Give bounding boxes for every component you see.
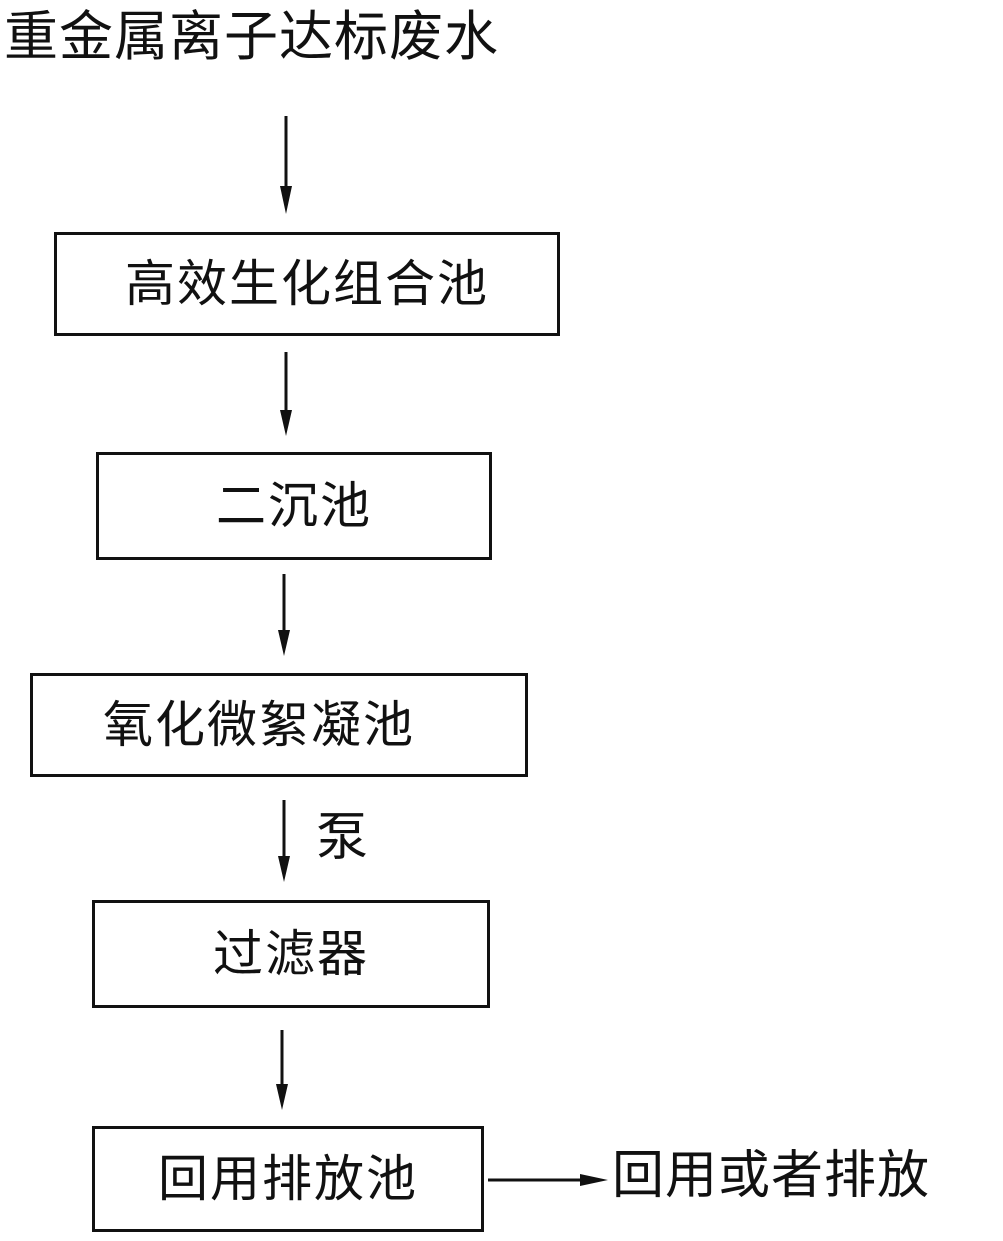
stage-bio-combined-tank: 高效生化组合池: [54, 232, 560, 336]
stage-secondary-settling-tank-label: 二沉池: [216, 477, 372, 535]
stage-reuse-discharge-tank-label: 回用排放池: [158, 1150, 418, 1208]
outlet-label: 回用或者排放: [612, 1146, 931, 1206]
stage-oxidation-flocculation-tank: 氧化微絮凝池: [30, 673, 528, 777]
stage-filter-label: 过滤器: [213, 925, 369, 983]
stage-reuse-discharge-tank: 回用排放池: [92, 1126, 484, 1232]
stage-oxidation-flocculation-tank-label: 氧化微絮凝池: [103, 696, 415, 754]
pump-label: 泵: [316, 808, 369, 868]
arrow-oxidize-to-filter: [278, 800, 290, 882]
arrow-bio-to-settle: [280, 352, 292, 436]
arrow-reuse-to-outlet: [488, 1174, 608, 1186]
arrow-source-to-bio: [280, 116, 292, 214]
stage-secondary-settling-tank: 二沉池: [96, 452, 492, 560]
arrow-settle-to-oxidize: [278, 574, 290, 656]
source-wastewater-label: 重金属离子达标废水: [4, 5, 499, 68]
stage-filter: 过滤器: [92, 900, 490, 1008]
stage-bio-combined-tank-label: 高效生化组合池: [125, 255, 489, 313]
arrow-filter-to-reuse: [276, 1030, 288, 1110]
